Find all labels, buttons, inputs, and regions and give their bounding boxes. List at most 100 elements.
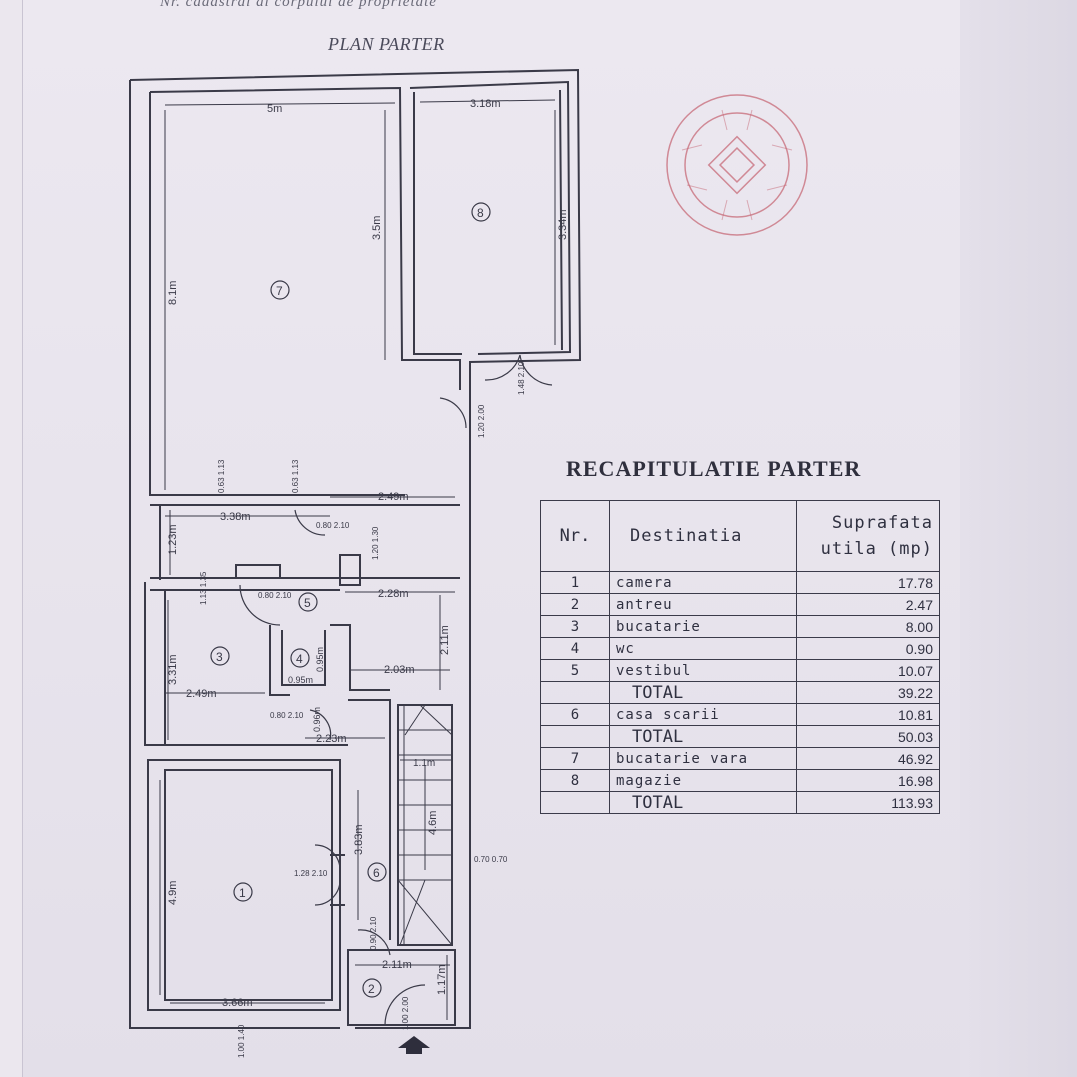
dim-label: 1.1m: [413, 758, 435, 769]
dim-label: 2.28m: [378, 588, 409, 600]
svg-text:7: 7: [276, 284, 283, 298]
cell-dest: magazie: [609, 769, 797, 792]
header-sup-line2: utila (mp): [820, 539, 933, 559]
room-marker-7: 7: [270, 280, 290, 300]
room-marker-3: 3: [210, 646, 230, 666]
cell-val: 8.00: [796, 615, 940, 638]
cell-val: 10.81: [796, 703, 940, 726]
cell-nr: 5: [540, 659, 610, 682]
opening-label: 1.00 2.00: [401, 996, 410, 1030]
cell-val: 2.47: [796, 593, 940, 616]
recap-title: RECAPITULATIE PARTER: [566, 456, 862, 481]
opening-label: 0.80 2.10: [258, 591, 292, 600]
dim-label: 3.18m: [470, 98, 501, 110]
dim-label: 5m: [267, 103, 282, 115]
cut-off-header-text: Nr. cadastral al corpului de proprietate: [160, 0, 437, 10]
cell-dest: vestibul: [609, 659, 797, 682]
cell-total-label: TOTAL: [609, 791, 797, 814]
room-marker-2: 2: [362, 978, 382, 998]
table-row: 1 camera 17.78: [540, 571, 940, 594]
dim-label: 2.49m: [186, 688, 217, 700]
svg-text:8: 8: [477, 206, 484, 220]
dim-label: 3.66m: [222, 997, 253, 1009]
opening-label: 1.28 2.10: [294, 869, 328, 878]
opening-labels: 1.48 2.10 1.20 2.00 0.63 1.13 0.63 1.13 …: [199, 361, 526, 1058]
table-row: 4 wc 0.90: [540, 637, 940, 660]
table-row: 8 magazie 16.98: [540, 769, 940, 792]
entrance-arrow-icon: [398, 1036, 430, 1054]
cell-dest: antreu: [609, 593, 797, 616]
cell-total-label: TOTAL: [609, 725, 797, 748]
cell-total-val: 39.22: [796, 681, 940, 704]
dim-label: 4.9m: [167, 881, 179, 905]
table-total-row: TOTAL 39.22: [540, 681, 940, 704]
room-marker-4: 4: [290, 648, 310, 668]
opening-label: 1.20 2.00: [477, 404, 486, 438]
dim-label: 0.96m: [312, 707, 322, 732]
cell-nr: 3: [540, 615, 610, 638]
dimension-lines: [159, 99, 556, 1020]
cell-val: 0.90: [796, 637, 940, 660]
header-nr: Nr.: [540, 500, 610, 572]
cell-empty: [540, 725, 610, 748]
cell-nr: 8: [540, 769, 610, 792]
opening-label: 1.13 1.35: [199, 571, 208, 605]
opening-label: 0.80 2.10: [270, 711, 304, 720]
opening-label: 0.90 2.10: [369, 916, 378, 950]
dimension-labels: 5m 3.18m 3.5m 3.34m 8.1m 2.49m 3.38m 1.2…: [167, 98, 569, 1009]
dim-label: 0.95m: [288, 675, 313, 685]
background-edge: [960, 0, 1077, 1077]
cell-nr: 7: [540, 747, 610, 770]
header-destinatia: Destinatia: [609, 500, 797, 572]
svg-text:3: 3: [216, 650, 223, 664]
table-total-row: TOTAL 50.03: [540, 725, 940, 748]
dim-label: 3.38m: [220, 511, 251, 523]
table-row: 6 casa scarii 10.81: [540, 703, 940, 726]
opening-label: 0.70 0.70: [474, 855, 508, 864]
cell-nr: 6: [540, 703, 610, 726]
table-total-row: TOTAL 113.93: [540, 791, 940, 814]
cell-total-label: TOTAL: [609, 681, 797, 704]
table-row: 5 vestibul 10.07: [540, 659, 940, 682]
opening-label: 0.63 1.13: [217, 459, 226, 493]
cell-empty: [540, 681, 610, 704]
cell-val: 46.92: [796, 747, 940, 770]
dim-label: 2.03m: [384, 664, 415, 676]
cell-dest: camera: [609, 571, 797, 594]
dim-label: 2.23m: [316, 733, 347, 745]
header-sup-line1: Suprafata: [831, 513, 933, 533]
svg-text:4: 4: [296, 652, 303, 666]
table-row: 7 bucatarie vara 46.92: [540, 747, 940, 770]
recap-table: Nr. Destinatia Suprafata utila (mp) 1 ca…: [540, 500, 940, 814]
room-markers: 1 2 3 4 5 6 7 8: [210, 202, 491, 998]
svg-text:1: 1: [239, 886, 246, 900]
opening-label: 0.63 1.13: [291, 459, 300, 493]
dim-label: 1.23m: [167, 524, 179, 555]
cell-dest: wc: [609, 637, 797, 660]
cell-val: 10.07: [796, 659, 940, 682]
dim-label: 0.95m: [315, 647, 325, 672]
dim-label: 4.6m: [427, 811, 439, 835]
dim-label: 8.1m: [167, 281, 179, 305]
cell-nr: 4: [540, 637, 610, 660]
room-marker-1: 1: [233, 882, 253, 902]
opening-label: 1.20 1.30: [371, 526, 380, 560]
dim-label: 3.31m: [167, 654, 179, 685]
svg-text:6: 6: [373, 866, 380, 880]
opening-label: 1.48 2.10: [517, 361, 526, 395]
cell-total-val: 113.93: [796, 791, 940, 814]
dim-label: 3.83m: [353, 824, 365, 855]
cell-empty: [540, 791, 610, 814]
cell-val: 16.98: [796, 769, 940, 792]
cell-nr: 2: [540, 593, 610, 616]
opening-label: 0.80 2.10: [316, 521, 350, 530]
table-row: 2 antreu 2.47: [540, 593, 940, 616]
room-marker-8: 8: [471, 202, 491, 222]
svg-text:2: 2: [368, 982, 375, 996]
cell-dest: bucatarie: [609, 615, 797, 638]
room-marker-5: 5: [298, 592, 318, 612]
table-row: 3 bucatarie 8.00: [540, 615, 940, 638]
cell-total-val: 50.03: [796, 725, 940, 748]
dim-label: 2.49m: [378, 491, 409, 503]
